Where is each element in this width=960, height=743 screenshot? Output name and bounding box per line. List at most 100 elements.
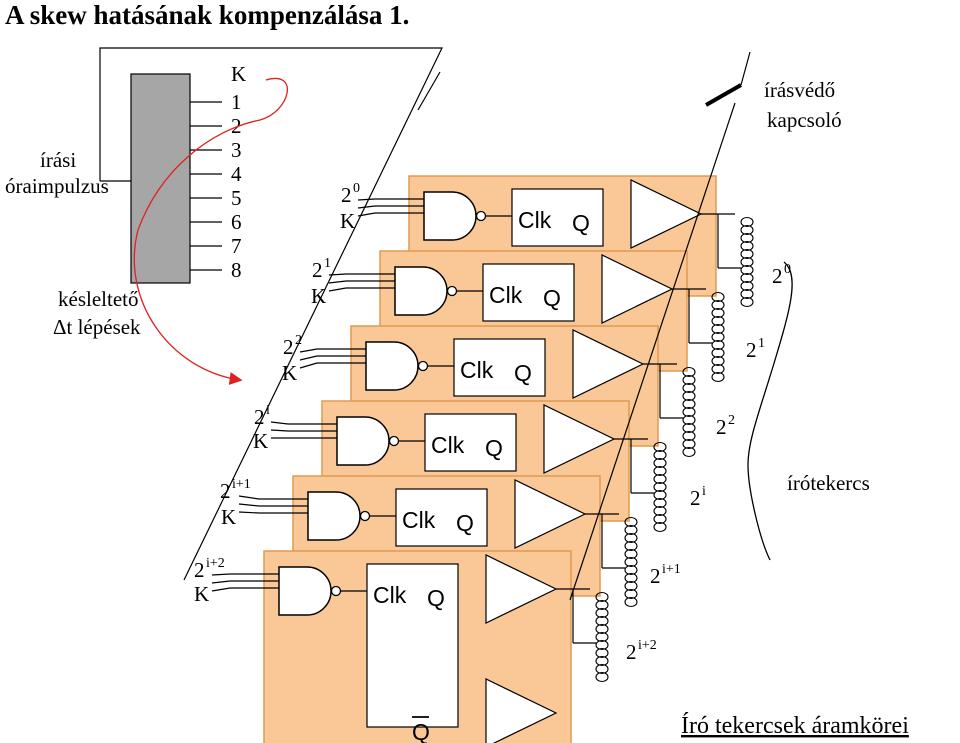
coil-turn xyxy=(740,224,754,236)
flip-flop-q-label: Q xyxy=(485,435,503,461)
stage-input-lead xyxy=(299,348,318,353)
coil-turn xyxy=(740,264,754,276)
flip-flop-q-label: Q xyxy=(514,360,532,386)
delay-tap-label: 6 xyxy=(231,210,242,234)
coil-turn xyxy=(653,521,667,533)
stage-k-label: K xyxy=(221,505,236,529)
coil-turn xyxy=(653,465,667,477)
coil-turn xyxy=(711,331,725,343)
stage-k-label: K xyxy=(194,582,209,606)
stage-input-lead xyxy=(328,287,347,292)
coil-turn xyxy=(595,639,609,651)
coil-turn xyxy=(711,315,725,327)
coil-turn xyxy=(711,339,725,351)
coil-turn xyxy=(740,280,754,292)
coil-turn xyxy=(682,406,696,418)
nand-gate xyxy=(365,341,419,391)
stage-k-label: K xyxy=(282,361,297,385)
nand-gate xyxy=(278,566,332,616)
stage-k-label: K xyxy=(253,429,268,453)
write-protect-switch: írásvédő kapcsoló xyxy=(705,51,842,132)
wiring xyxy=(99,47,736,601)
bus-branch-wire xyxy=(417,71,441,111)
delay-label-line1: késleltető xyxy=(58,287,138,311)
nand-bubble xyxy=(475,210,487,222)
driver-buffer xyxy=(543,404,616,474)
flip-flop xyxy=(511,188,604,247)
coil-exponent: 2 xyxy=(728,413,735,428)
coil-turn xyxy=(711,363,725,375)
stage-exponent: 1 xyxy=(324,256,331,271)
stage-input-lead xyxy=(238,503,260,507)
coil-base: 2 xyxy=(716,415,727,439)
coil-turn xyxy=(653,473,667,485)
coil-turn xyxy=(624,596,638,608)
nand-gate xyxy=(307,491,361,541)
nand-bubble xyxy=(417,360,429,372)
delay-tap-label: K xyxy=(231,62,246,86)
driver-buffer xyxy=(572,329,645,399)
coil-turn xyxy=(740,272,754,284)
stage-input-lead xyxy=(270,421,289,425)
protect-label-line2: kapcsoló xyxy=(767,108,842,132)
stage-input-lead xyxy=(299,355,318,361)
write-coil xyxy=(572,588,609,683)
coil-turn xyxy=(682,438,696,450)
stage-base: 2 xyxy=(220,479,231,503)
stage-k-label: K xyxy=(340,209,355,233)
stage-input-lead xyxy=(211,587,231,592)
flip-flop-q-label: Q xyxy=(543,285,561,311)
stage-k-label: K xyxy=(311,284,326,308)
delay-tap-label: 5 xyxy=(231,186,242,210)
delay-tap-label: 8 xyxy=(231,258,242,282)
nand-bubble xyxy=(359,510,371,522)
write-coil xyxy=(601,513,638,608)
stage-base: 2 xyxy=(312,258,323,282)
coil-turn xyxy=(682,430,696,442)
stage-input-lead xyxy=(357,212,376,217)
driver-buffer xyxy=(601,254,674,324)
delay-tap-label: 3 xyxy=(231,138,242,162)
stage-base: 2 xyxy=(283,335,294,359)
coil-turn xyxy=(624,524,638,536)
stage-exponent: 2 xyxy=(295,333,302,348)
coil-base: 2 xyxy=(626,640,637,664)
coil-base: 2 xyxy=(772,264,783,288)
stage-input-lead xyxy=(357,205,376,209)
coil-turn xyxy=(711,307,725,319)
coil-turn xyxy=(624,572,638,584)
coil-turn xyxy=(711,323,725,335)
coil-base: 2 xyxy=(690,486,701,510)
coil-turn xyxy=(595,623,609,635)
driver-buffer xyxy=(630,179,703,249)
head-coil-label: írótekercs xyxy=(787,471,870,495)
flip-flop-clk-label: Clk xyxy=(489,282,523,308)
delay-tap-label: 4 xyxy=(231,162,242,186)
flip-flop-clk-label: Clk xyxy=(460,357,494,383)
coil-turn xyxy=(624,540,638,552)
coil-turn xyxy=(682,382,696,394)
coil-turn xyxy=(711,291,725,303)
stage-input-lead xyxy=(270,429,289,432)
coil-turn xyxy=(624,580,638,592)
flip-flop xyxy=(366,563,459,728)
nand-gate xyxy=(423,191,477,241)
top-bus-wire xyxy=(99,47,443,581)
coil-turn xyxy=(624,588,638,600)
stage-base: 2 xyxy=(194,558,205,582)
coil-base: 2 xyxy=(746,338,757,362)
stage-base: 2 xyxy=(254,405,265,429)
head-coil-brace: írótekercs xyxy=(747,261,870,561)
coil-turn xyxy=(653,457,667,469)
coil-turn xyxy=(595,631,609,643)
flip-flop-q-label: Q xyxy=(572,210,590,236)
nand-gate xyxy=(394,266,448,316)
stage-base: 2 xyxy=(341,183,352,207)
coil-exponent: 1 xyxy=(758,336,765,351)
delay-line-block xyxy=(130,73,191,284)
